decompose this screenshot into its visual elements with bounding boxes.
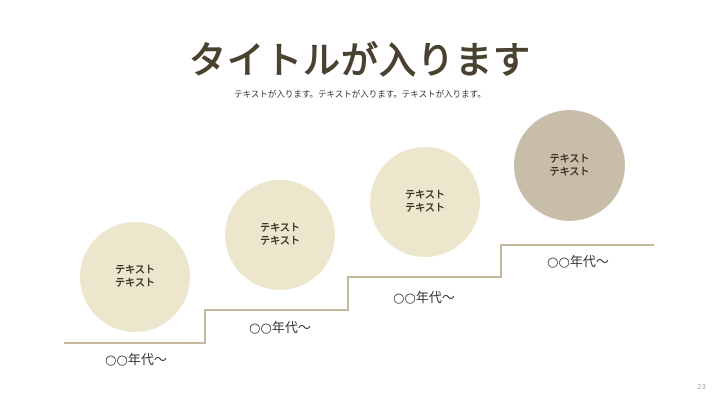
step-circle-3-line2: テキスト bbox=[405, 203, 445, 214]
step-circle-2-line2: テキスト bbox=[260, 236, 300, 247]
slide-subtitle: テキストが入ります。テキストが入ります。テキストが入ります。 bbox=[234, 90, 486, 100]
step-circle-1-line1: テキスト bbox=[115, 265, 155, 276]
step-circle-4-line1: テキスト bbox=[549, 153, 590, 165]
page-number: 23 bbox=[697, 383, 706, 391]
step-era-2: ○○年代～ bbox=[249, 321, 311, 336]
step-circle-1-line2: テキスト bbox=[115, 278, 155, 289]
step-era-1: ○○年代～ bbox=[105, 353, 167, 368]
step-circle-4-line2: テキスト bbox=[549, 166, 590, 178]
step-era-4: ○○年代～ bbox=[547, 255, 609, 270]
slide-title: タイトルが入ります bbox=[189, 39, 531, 82]
step-circle-3-line1: テキスト bbox=[405, 190, 445, 201]
step-circle-4: テキスト テキスト bbox=[514, 110, 625, 221]
step-circle-1: テキスト テキスト bbox=[80, 222, 190, 332]
step-circle-3: テキスト テキスト bbox=[370, 147, 480, 257]
step-era-3: ○○年代～ bbox=[393, 291, 455, 306]
step-circle-2-line1: テキスト bbox=[260, 223, 300, 234]
step-circle-2: テキスト テキスト bbox=[225, 180, 335, 290]
